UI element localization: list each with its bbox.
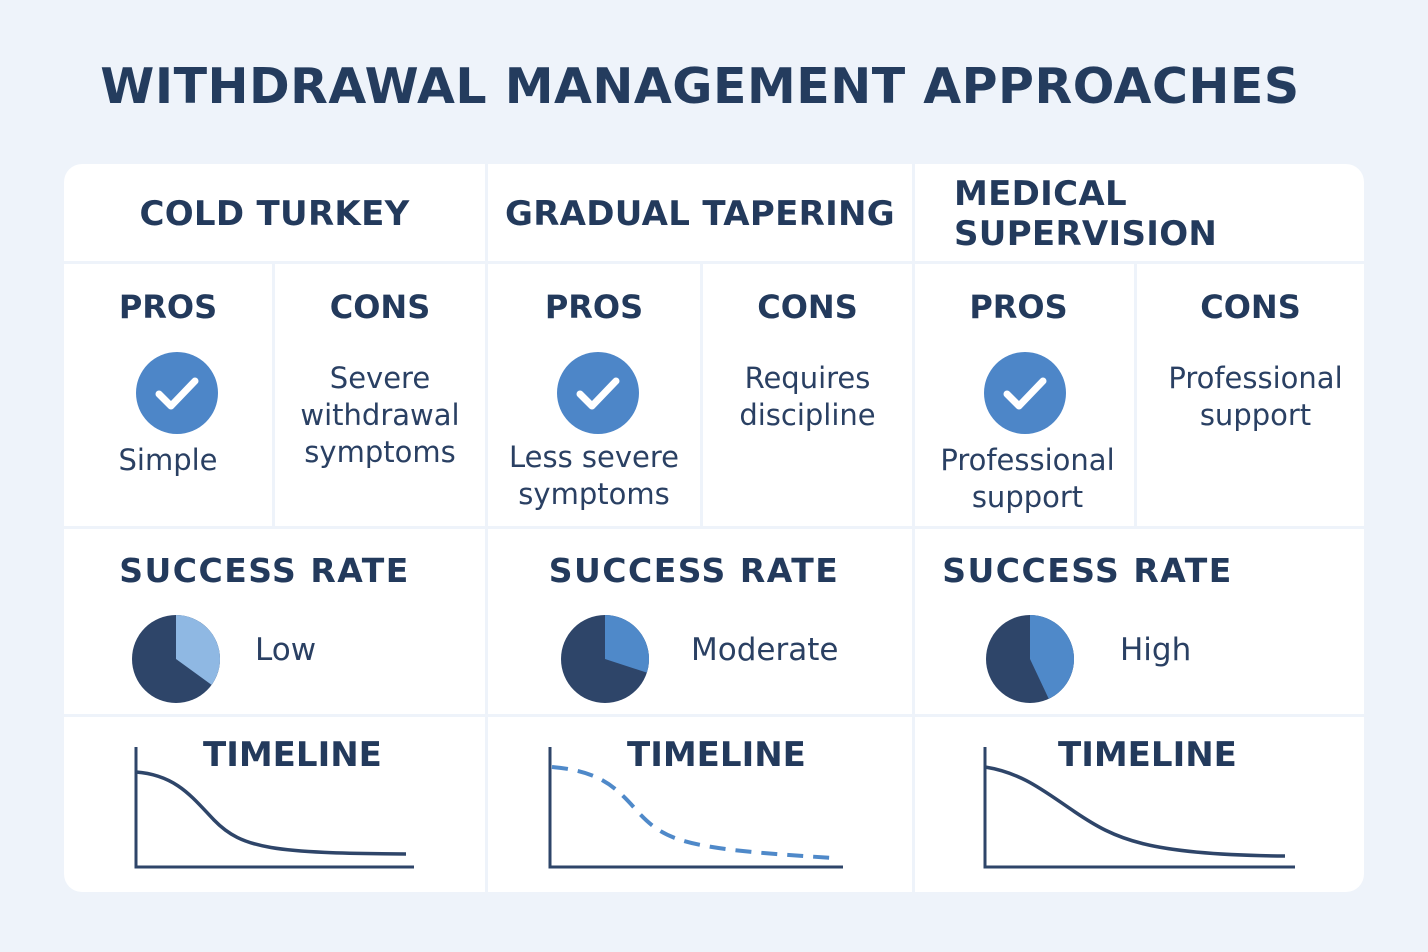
success-rate-pie — [561, 615, 649, 703]
timeline-axes — [134, 747, 414, 869]
timeline-curve — [551, 765, 835, 860]
timeline-cell: TIMELINE — [64, 717, 485, 892]
pros-cell: PROS Simple — [64, 264, 272, 526]
timeline-curve — [984, 765, 1286, 858]
success-rate-value: Moderate — [691, 632, 839, 668]
divider — [64, 261, 1364, 264]
divider — [1134, 264, 1137, 526]
timeline-cell: TIMELINE — [488, 717, 912, 892]
pie-success-slice — [1030, 615, 1074, 699]
divider — [272, 264, 275, 526]
success-rate-heading: SUCCESS RATE — [119, 551, 410, 590]
cons-heading: CONS — [757, 288, 858, 326]
divider — [64, 526, 1364, 529]
page-title: WITHDRAWAL MANAGEMENT APPROACHES — [100, 58, 1300, 115]
timeline-chart — [548, 747, 843, 869]
timeline-axes — [983, 747, 1295, 869]
success-rate-cell: SUCCESS RATE Low — [64, 529, 485, 714]
pie-success-slice — [605, 615, 649, 673]
success-rate-cell: SUCCESS RATE Moderate — [488, 529, 912, 714]
timeline-curve — [135, 770, 407, 856]
success-rate-pie — [132, 615, 220, 703]
success-rate-pie — [986, 615, 1074, 703]
approach-title: GRADUAL TAPERING — [504, 194, 895, 234]
divider — [700, 264, 703, 526]
check-circle-icon — [984, 352, 1066, 434]
timeline-chart — [134, 747, 414, 869]
success-rate-heading: SUCCESS RATE — [548, 551, 840, 590]
success-rate-value: High — [1120, 632, 1192, 668]
approach-title: MEDICAL SUPERVISION — [954, 174, 1218, 254]
pros-heading: PROS — [969, 288, 1068, 326]
cons-heading: CONS — [1200, 288, 1301, 326]
timeline-heading: TIMELINE — [1058, 735, 1237, 775]
approach-title: COLD TURKEY — [139, 194, 410, 234]
timeline-chart — [983, 747, 1295, 869]
pros-heading: PROS — [118, 288, 218, 326]
success-rate-value: Low — [255, 632, 317, 668]
pros-text: Simple — [118, 443, 218, 477]
check-circle-icon — [557, 352, 639, 434]
success-rate-heading: SUCCESS RATE — [942, 551, 1233, 590]
cons-heading: CONS — [329, 288, 431, 326]
timeline-heading: TIMELINE — [203, 735, 382, 775]
timeline-heading: TIMELINE — [627, 735, 806, 775]
pie-success-slice — [176, 615, 220, 685]
divider — [64, 714, 1364, 717]
success-rate-cell: SUCCESS RATE High — [915, 529, 1364, 714]
pros-heading: PROS — [544, 288, 644, 326]
check-circle-icon — [136, 352, 218, 434]
timeline-axes — [548, 747, 843, 869]
timeline-cell: TIMELINE — [915, 717, 1364, 892]
